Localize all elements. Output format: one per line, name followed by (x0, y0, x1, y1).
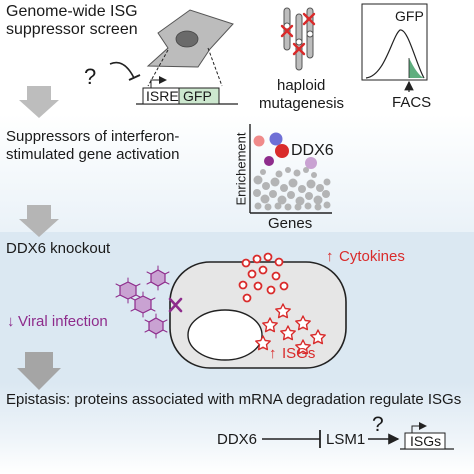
epistasis-question-mark: ? (372, 413, 384, 436)
lsm1-label: LSM1 (326, 431, 366, 448)
ddx6-hit-label: DDX6 (291, 142, 334, 159)
section-2-title-line-2: stimulated gene activation (6, 146, 180, 163)
screen-cell-nucleus (175, 30, 199, 48)
viral-down-arrow: ↓ (7, 313, 15, 330)
isgs-gene-box (404, 432, 446, 450)
facs-label: FACS (392, 94, 432, 111)
mutation-marks (280, 12, 316, 56)
knockout-cell (169, 261, 347, 369)
isg-stars (255, 303, 326, 355)
viral-entry-block-x (168, 297, 183, 313)
ddx6-label: DDX6 (217, 431, 258, 448)
facs-sorted-region (409, 58, 424, 78)
hit-gene-ddx6 (275, 144, 289, 158)
inhibition-arrow (109, 61, 135, 79)
knockout-cell-nucleus (187, 309, 263, 361)
reporter-promoter-arrow (150, 76, 167, 88)
facs-plot-gfp-label: GFP (395, 8, 424, 24)
zoom-line-right (207, 47, 223, 87)
facs-plot-frame (361, 3, 428, 81)
isgs-label: ISGs (282, 345, 316, 362)
viral-infection-label: Viral infection (18, 313, 108, 330)
background-genes (253, 167, 331, 211)
haploid-label-line-2: mutagenesis (259, 95, 345, 112)
step-arrow-2 (19, 205, 59, 237)
isgs-up-arrow: ↑ (269, 345, 277, 362)
virus-particles (119, 269, 166, 335)
section-3-title: DDX6 knockout (6, 240, 111, 257)
hit-gene-pink (253, 135, 265, 147)
reporter-gfp-box (178, 87, 220, 105)
isgs-gene-label: ISGs (410, 433, 442, 449)
reporter-gfp-label: GFP (183, 88, 212, 104)
enrichment-x-axis-label: Genes (268, 215, 313, 232)
section-1-title-line-1: Genome-wide ISG (6, 3, 138, 20)
section-1-title-line-2: suppressor screen (6, 21, 138, 38)
cytokines-up-arrow: ↑ (326, 248, 334, 265)
enrichment-y-axis-label: Enrichement (233, 132, 249, 206)
facs-histogram-curve (365, 29, 425, 79)
hit-gene-lilac (305, 157, 317, 169)
zoom-line-left (147, 49, 169, 87)
section-4-background (0, 382, 474, 474)
hit-gene-blue (269, 132, 283, 146)
section-2-background (0, 114, 474, 232)
haploid-label-line-1: haploid (277, 77, 326, 94)
isgs-promoter-arrow (411, 422, 427, 433)
hit-gene-purple (264, 156, 274, 166)
cytokines-label: Cytokines (339, 248, 405, 265)
section-4-title: Epistasis: proteins associated with mRNA… (6, 391, 462, 408)
cytokine-dots (238, 252, 289, 303)
reporter-isre-label: ISRE (146, 88, 179, 104)
virus-spikes (115, 265, 170, 339)
screen-question-mark: ? (84, 64, 97, 89)
step-arrow-1 (19, 86, 59, 118)
step-arrow-3 (17, 352, 61, 390)
section-2-title-line-1: Suppressors of interferon- (6, 128, 180, 145)
